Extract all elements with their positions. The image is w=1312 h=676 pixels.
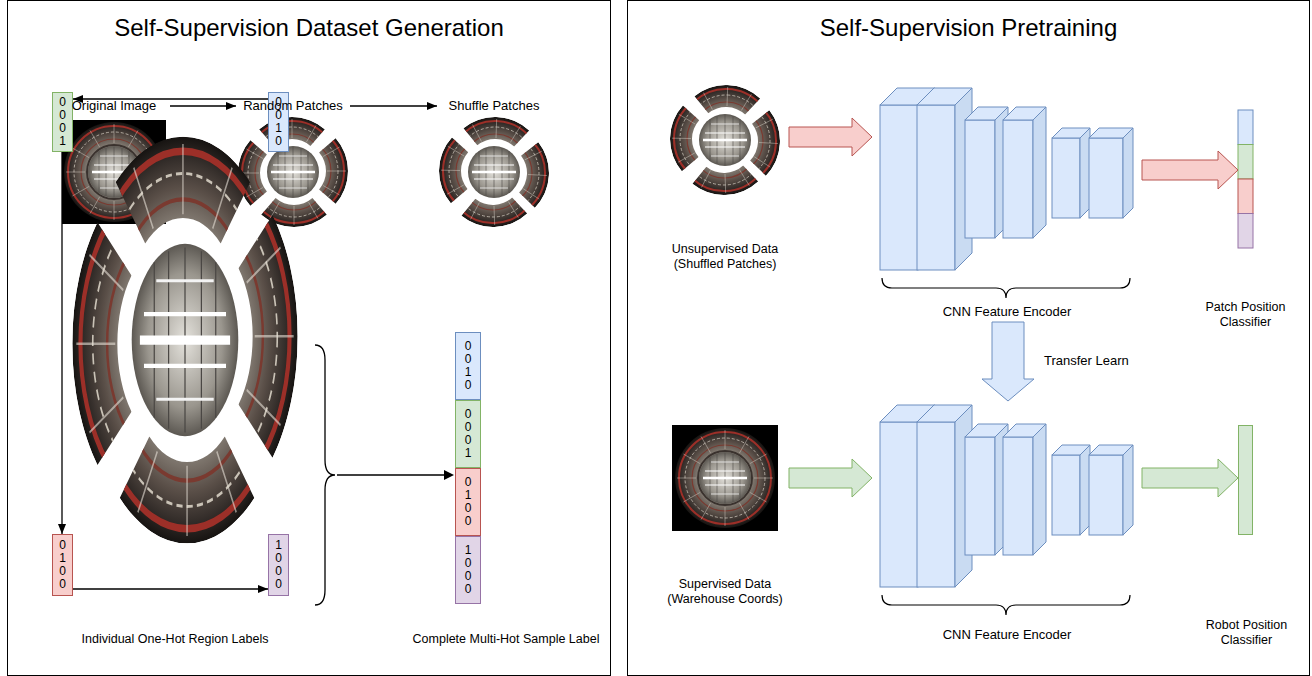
block-arrow <box>1142 459 1238 497</box>
data-input: Unsupervised Data (Shuffled Patches) <box>661 84 789 274</box>
photo-background <box>672 425 778 531</box>
node-label: Random Patches <box>238 98 348 114</box>
classifier-segment <box>1238 110 1253 145</box>
one-hot-vector: 0 0 1 0 <box>455 332 481 400</box>
node-label: Supervised Data (Warehouse Coords) <box>663 577 787 607</box>
node-label: 0 0 1 0 <box>275 96 283 148</box>
classifier-segment <box>1238 145 1253 180</box>
one-hot-vector: 0 1 0 0 <box>52 534 73 596</box>
one-hot-vector: 0 0 0 1 <box>455 400 481 468</box>
one-hot-vector: 0 0 0 1 <box>52 92 73 152</box>
classifier-segment <box>1238 214 1253 249</box>
node-label: 0 0 0 1 <box>59 96 67 148</box>
node-label: Self-Supervision Pretraining <box>640 13 1297 42</box>
image-step: Shuffle Patches <box>437 96 551 228</box>
image-step: Random Patches <box>236 96 350 228</box>
node-label: Unsupervised Data (Shuffled Patches) <box>663 242 787 272</box>
one-hot-vector: 1 0 0 0 <box>268 534 289 596</box>
cnn-encoder: CNN Feature Encoder <box>872 84 1142 322</box>
arrow-line <box>61 152 62 534</box>
panel: Self-Supervision Dataset GenerationOrigi… <box>7 0 611 676</box>
classifier-bar: Robot Position Classifier <box>1238 425 1253 535</box>
arrow-line <box>350 105 437 106</box>
node-label: Shuffle Patches <box>439 98 549 114</box>
one-hot-vector: 1 0 0 0 <box>455 536 481 604</box>
arrow-line <box>73 588 268 589</box>
node-label: Self-Supervision Dataset Generation <box>20 13 598 42</box>
edge-label: Transfer Learn <box>1042 353 1131 369</box>
node-label: 0 1 0 0 <box>464 476 472 528</box>
caption-holder: Complete Multi-Hot Sample Label <box>391 632 621 647</box>
panel: Self-Supervision PretrainingUnsupervised… <box>627 0 1310 676</box>
caption-holder: Robot Position Classifier <box>1192 618 1302 648</box>
node-label: 0 0 0 1 <box>464 408 472 460</box>
node-label: 0 1 0 0 <box>59 539 67 591</box>
caption-holder: Individual One-Hot Region Labels <box>50 632 300 647</box>
figure-caption: Complete Multi-Hot Sample Label <box>391 632 621 647</box>
image-step: Original Image <box>58 96 170 226</box>
curly-bracket <box>315 345 335 605</box>
cnn-encoder: CNN Feature Encoder <box>872 401 1142 645</box>
node-label: Original Image <box>60 98 168 114</box>
node-label: CNN Feature Encoder <box>874 304 1140 320</box>
cnn-encoder-drawing <box>880 88 1133 298</box>
block-arrow <box>789 459 872 497</box>
shuffled-patches-image <box>438 115 551 228</box>
block-arrow <box>789 118 872 156</box>
bracket-arrowhead <box>444 470 454 480</box>
edge-label-holder: Transfer Learn <box>1042 353 1131 369</box>
cnn-encoder-drawing <box>880 405 1133 615</box>
node-label: 0 0 1 0 <box>464 340 472 392</box>
block-arrow <box>982 322 1034 401</box>
node-label: 1 0 0 0 <box>275 539 283 591</box>
classifier-segment <box>1238 179 1253 214</box>
node-label: 1 0 0 0 <box>464 544 472 596</box>
data-input: Supervised Data (Warehouse Coords) <box>661 421 789 609</box>
region-image <box>72 137 298 544</box>
unsupervised-image <box>669 83 782 196</box>
supervised-image <box>675 428 775 528</box>
figure-caption: Individual One-Hot Region Labels <box>50 632 300 647</box>
one-hot-vector: 0 1 0 0 <box>455 468 481 536</box>
caption-holder: Patch Position Classifier <box>1191 300 1301 330</box>
random-patches-image <box>238 117 348 227</box>
classifier-bar: Patch Position Classifier <box>1238 110 1253 248</box>
node-label: CNN Feature Encoder <box>874 627 1140 643</box>
arrow-line <box>170 105 236 106</box>
node-caption: Robot Position Classifier <box>1192 618 1302 648</box>
block-arrow <box>1142 151 1238 189</box>
bracket-arrow <box>337 474 445 475</box>
node-caption: Patch Position Classifier <box>1191 300 1301 330</box>
